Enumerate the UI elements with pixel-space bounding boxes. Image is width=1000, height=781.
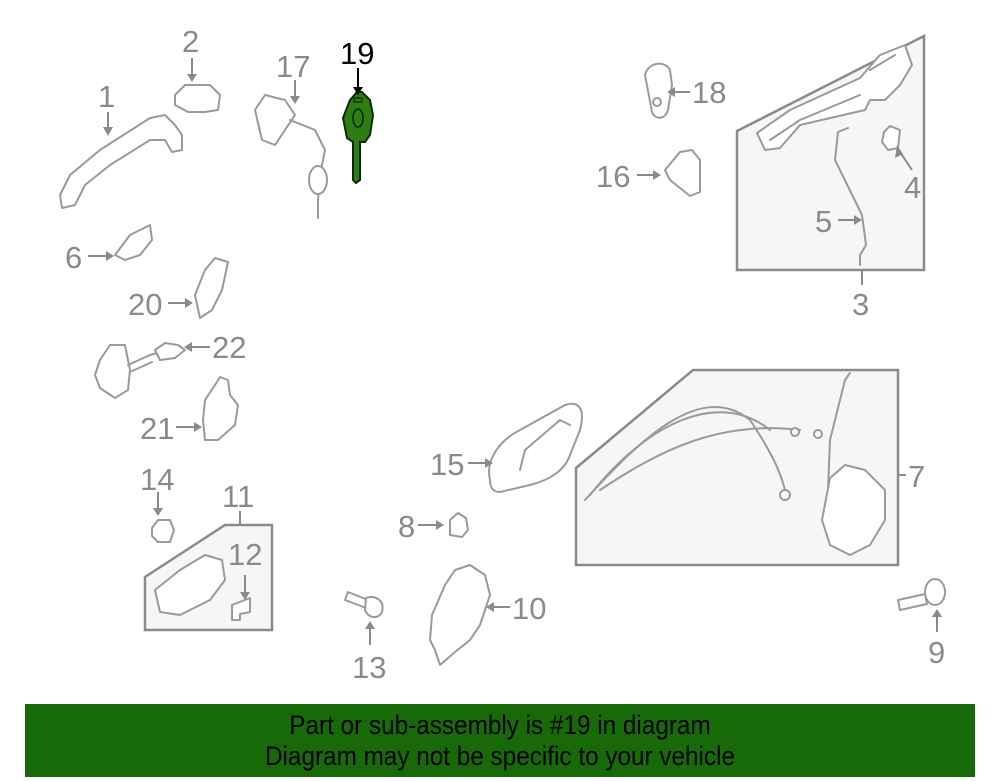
leader-9 xyxy=(932,609,942,632)
leader-6 xyxy=(88,251,114,261)
clip-part-6[interactable] xyxy=(114,224,153,261)
pad-part-20[interactable] xyxy=(194,257,229,319)
leader-13 xyxy=(365,621,375,645)
leader-15 xyxy=(468,458,493,468)
callout-6[interactable]: 6 xyxy=(65,240,82,275)
leader-19 xyxy=(353,68,363,95)
leader-18 xyxy=(667,87,690,97)
cap-part-2[interactable] xyxy=(174,84,221,113)
leader-4 xyxy=(895,145,913,171)
callout-20[interactable]: 20 xyxy=(128,287,162,322)
plate-part-18[interactable] xyxy=(644,62,673,119)
key-part-19[interactable] xyxy=(341,91,375,185)
striker-part-16[interactable] xyxy=(664,149,701,197)
callout-18[interactable]: 18 xyxy=(692,75,726,110)
leader-5 xyxy=(838,215,862,225)
parts-diagram: 1 2 3 4 5 6 7 8 9 10 11 12 13 14 15 16 1… xyxy=(59,24,946,685)
leader-16 xyxy=(637,170,661,180)
leader-20 xyxy=(168,298,193,308)
leader-1 xyxy=(103,112,113,136)
callout-13[interactable]: 13 xyxy=(352,650,386,685)
callout-17[interactable]: 17 xyxy=(276,49,310,84)
callout-19[interactable]: 19 xyxy=(340,36,374,71)
callout-5[interactable]: 5 xyxy=(815,204,832,239)
leader-22 xyxy=(184,342,210,352)
bushing-part-14[interactable] xyxy=(151,519,175,543)
callout-8[interactable]: 8 xyxy=(398,509,415,544)
callout-9[interactable]: 9 xyxy=(928,635,945,670)
bolt-part-13[interactable] xyxy=(344,591,384,618)
callout-7[interactable]: 7 xyxy=(908,459,925,494)
callout-11[interactable]: 11 xyxy=(222,479,254,514)
leader-14 xyxy=(153,492,163,516)
callout-21[interactable]: 21 xyxy=(140,411,174,446)
callout-15[interactable]: 15 xyxy=(430,447,464,482)
leader-10 xyxy=(486,602,510,612)
callout-12[interactable]: 12 xyxy=(228,537,262,572)
callout-16[interactable]: 16 xyxy=(596,159,630,194)
leader-12 xyxy=(240,575,250,600)
door-check-part-22[interactable] xyxy=(94,342,186,399)
actuator-part-10[interactable] xyxy=(429,564,491,666)
screw-part-9[interactable] xyxy=(897,578,946,611)
leader-8 xyxy=(418,520,444,530)
banner-line-part-number: Part or sub-assembly is #19 in diagram xyxy=(289,710,711,740)
outside-handle-part-1[interactable] xyxy=(59,114,183,209)
clip-part-8[interactable] xyxy=(449,512,469,538)
lock-actuator-part[interactable] xyxy=(584,372,886,556)
rod-part-5[interactable] xyxy=(834,127,867,266)
callout-2[interactable]: 2 xyxy=(182,24,199,59)
bezel-part-15[interactable] xyxy=(488,402,583,493)
callout-22[interactable]: 22 xyxy=(212,330,246,365)
leader-2 xyxy=(187,58,197,82)
group-box-7 xyxy=(574,368,906,567)
lock-cylinder-part-17[interactable] xyxy=(254,94,328,219)
bracket-part-21[interactable] xyxy=(202,376,239,441)
leader-17 xyxy=(290,80,300,104)
leader-21 xyxy=(176,422,202,432)
callout-3[interactable]: 3 xyxy=(852,287,869,322)
callout-4[interactable]: 4 xyxy=(904,170,921,205)
handle-frame-part[interactable] xyxy=(756,44,913,151)
inside-handle-part[interactable] xyxy=(154,554,226,616)
callout-10[interactable]: 10 xyxy=(512,591,546,626)
callout-1[interactable]: 1 xyxy=(98,79,115,114)
info-banner: Part or sub-assembly is #19 in diagram D… xyxy=(25,704,975,777)
banner-line-disclaimer: Diagram may not be specific to your vehi… xyxy=(264,741,735,771)
callout-14[interactable]: 14 xyxy=(140,462,174,497)
bracket-part-12[interactable] xyxy=(231,597,251,621)
